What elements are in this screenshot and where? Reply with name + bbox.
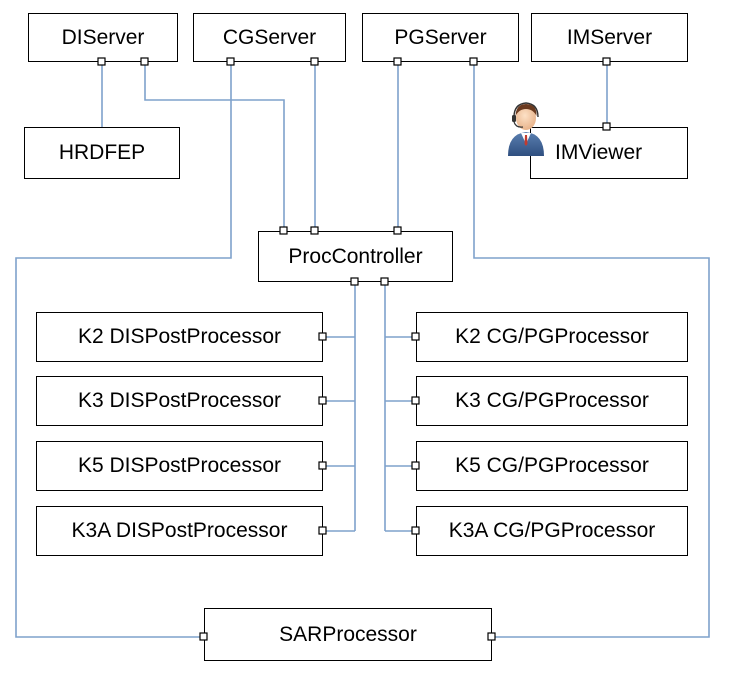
node-label: K5 CG/PGProcessor — [455, 454, 649, 477]
node-cgserver[interactable]: CGServer — [193, 13, 346, 62]
node-cg-k2[interactable]: K2 CG/PGProcessor — [416, 312, 688, 362]
port-pgserver-b — [469, 57, 478, 66]
node-label: ProcController — [288, 244, 423, 268]
node-dis-k2[interactable]: K2 DISPostProcessor — [36, 312, 323, 362]
port-cgserver-b — [310, 57, 319, 66]
node-cg-k3a[interactable]: K3A CG/PGProcessor — [416, 506, 688, 556]
node-diserver[interactable]: DIServer — [28, 13, 178, 62]
node-label: CGServer — [222, 25, 317, 49]
connector-diserver-proccontroller — [144, 62, 285, 231]
port-imserver — [602, 57, 611, 66]
node-label: HRDFEP — [58, 141, 146, 164]
node-label: PGServer — [394, 25, 487, 49]
node-label: IMServer — [566, 25, 653, 49]
port-cgserver-a — [226, 57, 235, 66]
port-cg-k2 — [411, 332, 420, 341]
node-cg-k5[interactable]: K5 CG/PGProcessor — [416, 441, 688, 491]
port-pgserver-a — [393, 57, 402, 66]
port-proccontroller-in-b — [310, 226, 319, 235]
port-dis-k3 — [318, 396, 327, 405]
node-label: IMViewer — [555, 141, 643, 164]
node-label: K2 DISPostProcessor — [77, 325, 282, 348]
node-pgserver[interactable]: PGServer — [362, 13, 519, 62]
node-cg-k3[interactable]: K3 CG/PGProcessor — [416, 376, 688, 426]
node-proccontroller[interactable]: ProcController — [258, 231, 453, 282]
node-label: K3 CG/PGProcessor — [455, 389, 649, 412]
port-dis-k2 — [318, 332, 327, 341]
user-headset-icon — [508, 102, 544, 156]
node-label: DIServer — [61, 25, 145, 49]
node-sarprocessor[interactable]: SARProcessor — [204, 608, 492, 661]
node-label: SARProcessor — [279, 622, 417, 646]
node-label: K3 DISPostProcessor — [77, 389, 282, 412]
port-dis-k3a — [318, 526, 327, 535]
node-dis-k3a[interactable]: K3A DISPostProcessor — [36, 506, 323, 556]
port-cg-k3 — [411, 396, 420, 405]
node-hrdfep[interactable]: HRDFEP — [24, 127, 180, 179]
port-dis-k5 — [318, 461, 327, 470]
node-label: K2 CG/PGProcessor — [455, 325, 649, 348]
port-proccontroller-out-a — [350, 277, 359, 286]
node-dis-k3[interactable]: K3 DISPostProcessor — [36, 376, 323, 426]
port-diserver-a — [97, 57, 106, 66]
port-cg-k3a — [411, 526, 420, 535]
port-diserver-b — [140, 57, 149, 66]
node-label: K3A DISPostProcessor — [71, 519, 288, 542]
port-sarprocessor-right — [487, 632, 496, 641]
port-proccontroller-in-a — [279, 226, 288, 235]
node-imviewer[interactable]: IMViewer — [530, 127, 688, 179]
node-label: K3A CG/PGProcessor — [448, 519, 656, 542]
connector-pgserver-sarprocessor — [473, 62, 710, 638]
node-label: K5 DISPostProcessor — [77, 454, 282, 477]
port-cg-k5 — [411, 461, 420, 470]
port-proccontroller-in-c — [393, 226, 402, 235]
port-proccontroller-out-b — [380, 277, 389, 286]
port-imviewer — [602, 122, 611, 131]
connector-cgserver-sarprocessor — [15, 62, 232, 638]
port-sarprocessor-left — [199, 632, 208, 641]
